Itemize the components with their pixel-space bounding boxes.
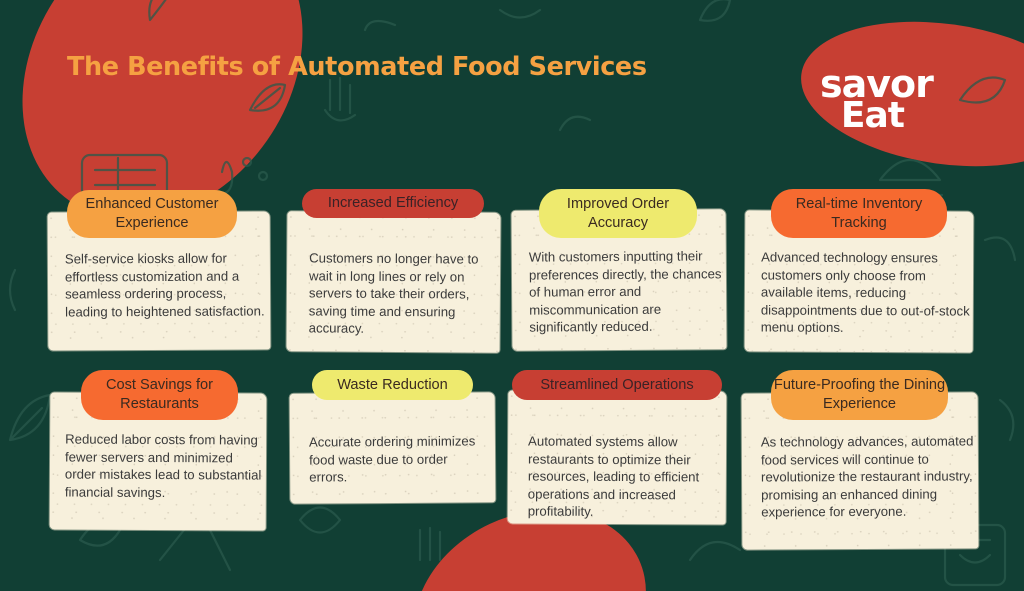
benefit-title-pill: Increased Efficiency [302, 189, 484, 218]
card-body: Customers no longer have to wait in long… [286, 211, 501, 353]
benefit-description: With customers inputting their preferenc… [528, 248, 722, 336]
savor-eat-logo: savor Eat [820, 62, 934, 134]
benefit-description: Reduced labor costs from having fewer se… [64, 431, 262, 500]
benefit-description: As technology advances, automated food s… [760, 433, 974, 520]
benefit-title-pill: Future-Proofing the Dining Experience [771, 370, 948, 420]
benefit-title-pill: Improved Order Accuracy [539, 189, 697, 238]
benefit-description: Advanced technology ensures customers on… [760, 249, 970, 336]
benefit-title-pill: Streamlined Operations [512, 370, 722, 400]
benefit-title-pill: Enhanced Customer Experience [67, 190, 237, 238]
benefit-title-pill: Waste Reduction [312, 370, 473, 400]
benefit-title-pill: Cost Savings for Restaurants [81, 370, 238, 420]
benefit-description: Accurate ordering minimizes food waste d… [308, 433, 476, 485]
benefit-description: Customers no longer have to wait in long… [308, 250, 479, 337]
benefit-description: Self-service kiosks allow for effortless… [64, 250, 265, 320]
logo-line-2: Eat [840, 95, 905, 136]
logo-line-1: savor [820, 62, 934, 106]
page-title: The Benefits of Automated Food Services [67, 52, 647, 82]
card-body: Automated systems allow restaurants to o… [507, 390, 727, 525]
benefit-title-pill: Real-time Inventory Tracking [771, 189, 947, 238]
card-body: Accurate ordering minimizes food waste d… [289, 392, 496, 504]
benefit-description: Automated systems allow restaurants to o… [527, 433, 700, 520]
